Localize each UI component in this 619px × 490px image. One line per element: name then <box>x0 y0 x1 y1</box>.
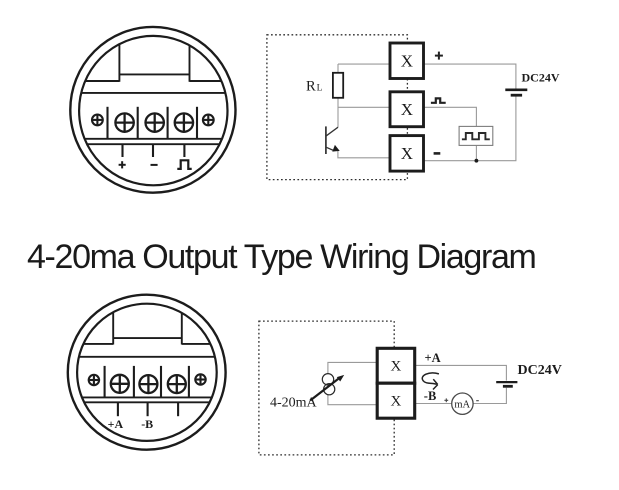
svg-text:+A: +A <box>108 417 124 431</box>
svg-text:X: X <box>390 359 401 375</box>
svg-text:mA: mA <box>454 399 470 410</box>
svg-text:X: X <box>401 51 413 70</box>
svg-text:DC24V: DC24V <box>518 363 562 378</box>
svg-text:X: X <box>401 144 413 163</box>
svg-text:DC24V: DC24V <box>522 71 560 85</box>
svg-text:4-20mA: 4-20mA <box>270 395 318 410</box>
svg-text:R: R <box>306 79 316 95</box>
svg-text:+A: +A <box>425 351 441 365</box>
svg-text:L: L <box>317 83 323 93</box>
svg-text:X: X <box>401 100 413 119</box>
svg-text:4-20ma Output Type Wiring Diag: 4-20ma Output Type Wiring Diagram <box>27 238 536 276</box>
svg-text:X: X <box>390 394 401 410</box>
svg-text:-B: -B <box>141 417 153 431</box>
svg-text:-B: -B <box>424 389 437 403</box>
